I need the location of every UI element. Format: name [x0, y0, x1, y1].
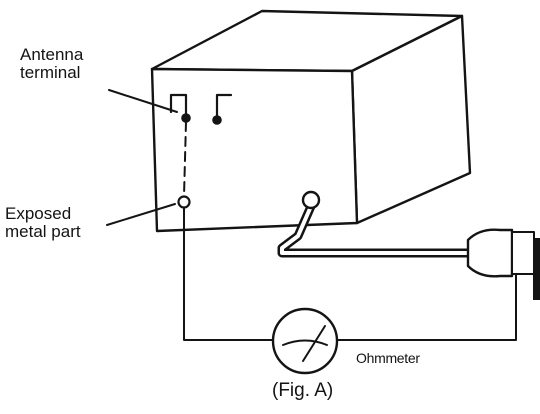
antenna-label-line-2: terminal: [20, 63, 81, 83]
antenna-terminal-point: [181, 113, 191, 123]
cord-grommet: [301, 190, 321, 210]
plug-prong-housing: [511, 231, 535, 275]
cabinet-side: [350, 14, 472, 225]
ohmmeter-needle: [302, 325, 326, 362]
antenna-label-line-1: Antenna: [20, 45, 84, 64]
test-lead-wire: [183, 208, 517, 341]
second-terminal-point: [212, 115, 222, 125]
exposed-metal-point: [177, 195, 191, 209]
metal-leader-line: [106, 203, 176, 226]
dashed-connection: [183, 121, 187, 197]
antenna-terminal-bracket-left: [169, 93, 188, 118]
cabinet-front: [150, 67, 359, 233]
antenna-terminal-label: Antenna terminal: [20, 45, 84, 83]
power-plug: [466, 228, 514, 278]
metal-label-line-2: metal part: [5, 222, 81, 242]
figure-caption: (Fig. A): [272, 380, 334, 401]
metal-label-line-1: Exposed: [5, 204, 72, 223]
exposed-metal-part-label: Exposed metal part: [5, 204, 81, 242]
ohmmeter-label: Ohmmeter: [356, 350, 420, 366]
antenna-leader-line: [108, 89, 178, 113]
wall-outlet: [533, 238, 540, 300]
antenna-terminal-bracket-right: [215, 93, 233, 118]
ohmmeter-scale: [282, 339, 328, 346]
